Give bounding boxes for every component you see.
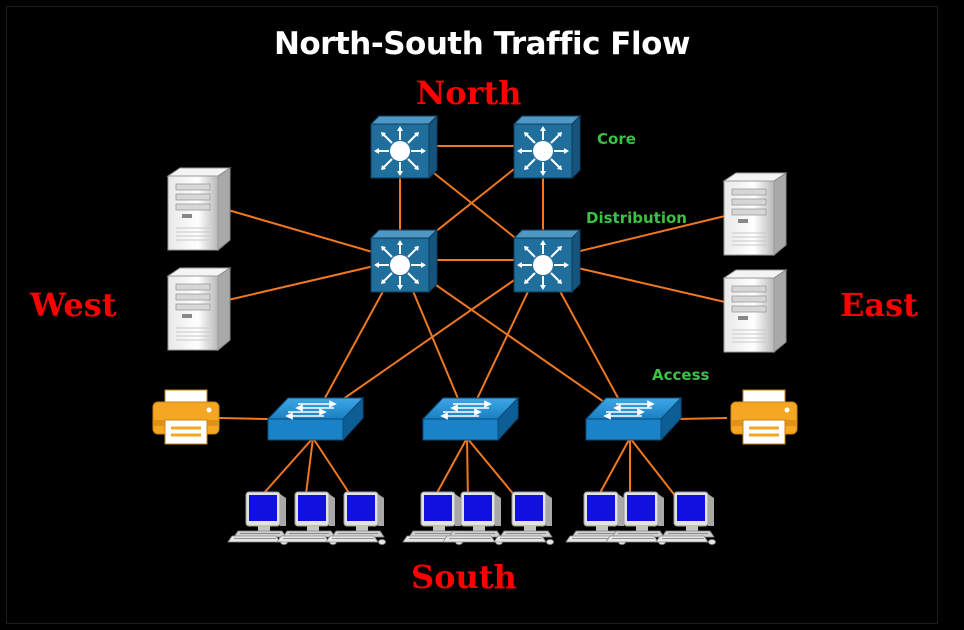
access-switch-3-icon xyxy=(585,397,682,441)
west-printer-icon xyxy=(151,388,221,446)
link-dist2-access1 xyxy=(312,259,544,421)
east-printer-icon xyxy=(729,388,799,446)
east-server-1-icon xyxy=(723,172,787,256)
link-access2-pc2 xyxy=(466,437,469,503)
link-access2-pc3 xyxy=(466,437,521,503)
west-label: West xyxy=(30,286,117,324)
distribution-layer-label: Distribution xyxy=(586,209,687,227)
link-access3-pc3 xyxy=(629,437,681,503)
east-server-2-icon xyxy=(723,269,787,353)
link-access1-pc3 xyxy=(312,437,356,503)
south-label: South xyxy=(411,558,517,596)
workstation-1-icon xyxy=(227,491,288,545)
link-access3-pc1 xyxy=(594,437,631,503)
east-label: East xyxy=(840,286,918,324)
access-layer-label: Access xyxy=(652,366,710,384)
core-layer-label: Core xyxy=(597,130,636,148)
link-access2-pc1 xyxy=(431,437,468,503)
west-server-1-icon xyxy=(167,167,231,251)
distribution-switch-2-icon xyxy=(513,229,581,293)
core-switch-1-icon xyxy=(370,115,438,179)
link-access1-pc1 xyxy=(255,437,314,503)
access-switch-1-icon xyxy=(267,397,364,441)
distribution-switch-1-icon xyxy=(370,229,438,293)
workstation-9-icon xyxy=(655,491,716,545)
core-switch-2-icon xyxy=(513,115,581,179)
workstation-6-icon xyxy=(493,491,554,545)
access-switch-2-icon xyxy=(422,397,519,441)
west-server-2-icon xyxy=(167,267,231,351)
link-dist1-access3 xyxy=(399,259,631,421)
link-access1-pc2 xyxy=(304,437,314,503)
north-label: North xyxy=(416,74,522,112)
diagram-title: North-South Traffic Flow xyxy=(273,26,691,62)
